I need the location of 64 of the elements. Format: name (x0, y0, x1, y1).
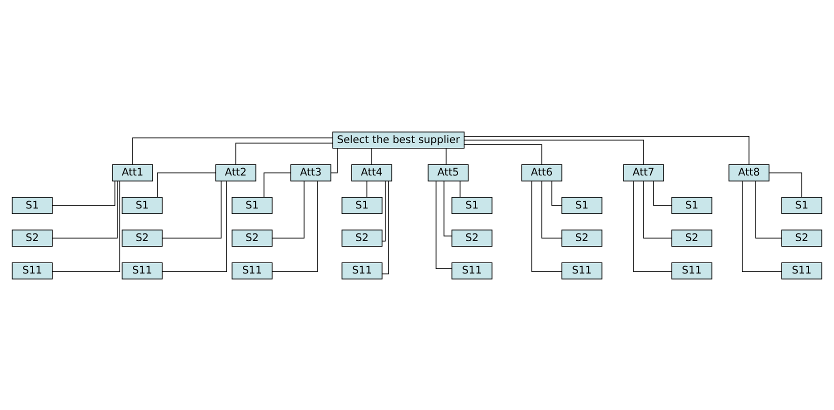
node-box: S2 (561, 229, 602, 246)
connector (235, 142, 333, 164)
node-box: Att6 (521, 164, 562, 181)
node-box: S2 (12, 229, 53, 246)
node-box: S1 (671, 196, 712, 214)
node-box: S11 (342, 262, 382, 279)
connector (272, 180, 304, 238)
node-box: S2 (452, 229, 492, 246)
node-box: S2 (781, 229, 822, 246)
node-box: S11 (671, 262, 712, 279)
connector (446, 148, 447, 164)
node-box: S11 (12, 262, 53, 279)
connector (272, 180, 318, 272)
node-box: S2 (232, 229, 273, 246)
node-box: S11 (452, 262, 492, 279)
node-box: S11 (781, 262, 822, 279)
connector (531, 180, 562, 272)
connector (541, 180, 562, 238)
connector (382, 180, 389, 274)
node-box: S2 (122, 229, 163, 246)
node-box: S1 (781, 196, 822, 214)
node-box: S11 (561, 262, 602, 279)
connector (755, 180, 782, 238)
node-box: Att2 (215, 164, 256, 181)
node-box: S2 (342, 229, 382, 246)
connector (551, 180, 562, 206)
connector (444, 180, 452, 236)
node-box: Att4 (351, 164, 392, 181)
connector (157, 172, 216, 198)
node-box: S1 (452, 196, 492, 214)
node-box: Att3 (290, 164, 332, 181)
node-box: S1 (232, 196, 273, 214)
node-box: S11 (122, 262, 163, 279)
connector (768, 172, 802, 198)
connector (52, 180, 120, 272)
connector (371, 148, 372, 164)
connector (52, 180, 118, 238)
connector (464, 139, 644, 164)
node-box: S1 (12, 196, 53, 214)
connector (52, 180, 116, 206)
connector (633, 180, 672, 272)
connector (382, 180, 386, 242)
node-box: S1 (122, 196, 163, 214)
connector (162, 180, 227, 272)
node-box: Att7 (623, 164, 664, 181)
node-box: Att1 (112, 164, 153, 181)
node-box: Select the best supplier (332, 131, 465, 148)
node-box: S11 (232, 262, 273, 279)
connector (264, 172, 292, 198)
node-box: S1 (342, 196, 382, 214)
connector (162, 180, 222, 238)
connector (464, 136, 750, 164)
connector (436, 180, 452, 268)
connector (643, 180, 672, 238)
connector (742, 180, 782, 272)
node-box: Att8 (728, 164, 770, 181)
node-box: S1 (561, 196, 602, 214)
connector (132, 137, 333, 164)
connector (464, 144, 542, 164)
node-box: S2 (671, 229, 712, 246)
connector (366, 180, 368, 198)
connector (653, 180, 672, 206)
node-box: Att5 (428, 164, 469, 181)
connector (330, 148, 338, 173)
